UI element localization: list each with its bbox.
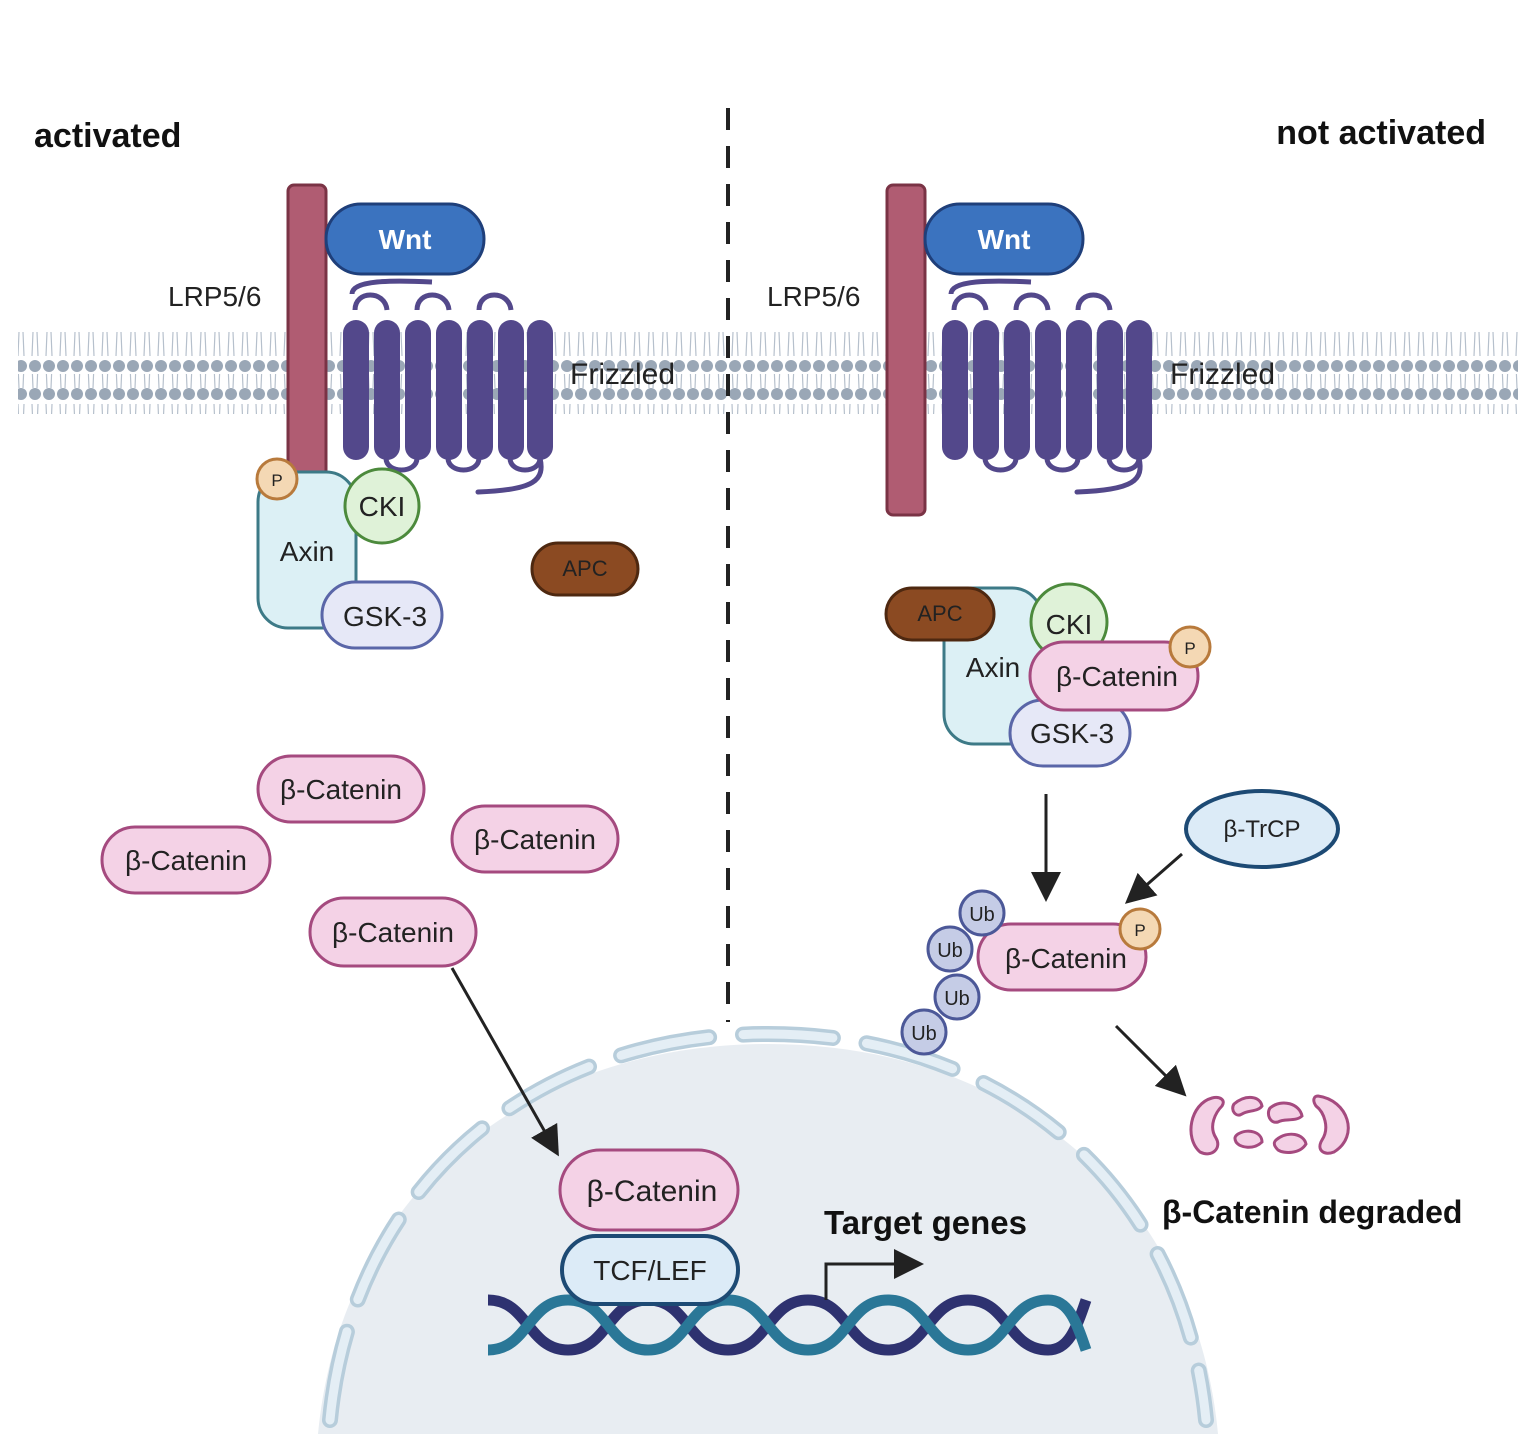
translocation-arrow: [450, 967, 559, 1157]
catenin-label: β-Catenin: [280, 774, 402, 805]
complex-catenin-protein: [1028, 640, 1200, 712]
catenin-protein: [100, 825, 272, 895]
ubiquitin: [933, 973, 981, 1021]
phospho-badge: [1168, 625, 1212, 669]
heading-not-activated: not activated: [1276, 114, 1486, 152]
apc-label: APC: [917, 601, 962, 626]
heading-activated: activated: [34, 117, 181, 155]
nuclear-catenin-protein: [558, 1148, 740, 1232]
ubiquitin-label: Ub: [944, 988, 970, 1010]
wnt-ligand: [324, 202, 486, 276]
lrp-label: LRP5/6: [767, 281, 860, 312]
wnt-label: Wnt: [379, 224, 432, 255]
frizzled-receptor: [942, 278, 1152, 495]
catenin-protein: [450, 804, 620, 874]
degradation-arrow: [1114, 1024, 1187, 1097]
phospho-label: P: [271, 471, 282, 490]
catenin-protein: [256, 754, 426, 824]
wnt-label: Wnt: [978, 224, 1031, 255]
trcp-protein: [1184, 789, 1340, 869]
apc-label: APC: [562, 556, 607, 581]
nuclear-catenin-label: β-Catenin: [587, 1175, 718, 1208]
ubiquitin-label: Ub: [969, 904, 995, 926]
axin-label: Axin: [280, 536, 334, 567]
ub-catenin-label: β-Catenin: [1005, 943, 1127, 974]
catenin-label: β-Catenin: [332, 917, 454, 948]
lrp-receptor: [885, 183, 927, 517]
frizzled-label: Frizzled: [1170, 358, 1275, 391]
ubiquitin-label: Ub: [937, 940, 963, 962]
ubiquitin: [958, 889, 1006, 937]
catenin-protein: [308, 896, 478, 968]
frizzled-label: Frizzled: [570, 358, 675, 391]
gsk3-label: GSK-3: [1030, 718, 1114, 749]
lrp-label: LRP5/6: [168, 281, 261, 312]
trcp-label: β-TrCP: [1224, 816, 1301, 843]
cell-membrane: [18, 332, 1518, 414]
nucleus: [318, 1025, 1218, 1434]
catenin-label: β-Catenin: [125, 845, 247, 876]
tcf-lef-protein: [560, 1234, 740, 1306]
phospho-badge: [255, 457, 299, 501]
degraded-fragments: [1189, 1094, 1350, 1156]
ubiquitin-label: Ub: [911, 1023, 937, 1045]
phospho-label: P: [1184, 639, 1195, 658]
wnt-ligand: [923, 202, 1085, 276]
ub-catenin-protein: [976, 922, 1148, 992]
apc-protein: [530, 541, 640, 597]
dna-helix: [487, 1294, 1092, 1356]
frizzled-receptor: [343, 278, 553, 495]
transcription-start-arrow: [824, 1249, 924, 1300]
apc-protein: [884, 586, 996, 642]
complex-catenin-label: β-Catenin: [1056, 661, 1178, 692]
degraded-label: β-Catenin degraded: [1162, 1194, 1462, 1230]
left-panel: Frizzled LRP5/6 Wnt Axin CKI GSK-3 P APC…: [100, 183, 1092, 1356]
ubiquitin: [926, 925, 974, 973]
trcp-arrow: [1124, 852, 1183, 904]
axin-protein: [256, 470, 358, 630]
target-genes-label: Target genes: [824, 1204, 1027, 1241]
phospho-badge: [1118, 907, 1162, 951]
gsk3-protein: [320, 580, 444, 650]
cki-protein: [343, 467, 421, 545]
tcf-lef-label: TCF/LEF: [593, 1255, 707, 1286]
axin-label: Axin: [966, 652, 1020, 683]
cki-label: CKI: [1046, 609, 1093, 640]
gsk3-label: GSK-3: [343, 601, 427, 632]
catenin-label: β-Catenin: [474, 824, 596, 855]
ubiquitin: [900, 1008, 948, 1056]
phospho-label: P: [1134, 921, 1145, 940]
right-panel: Frizzled LRP5/6 Wnt Axin APC CKI GSK-3 β…: [767, 183, 1462, 1230]
cki-label: CKI: [359, 491, 406, 522]
